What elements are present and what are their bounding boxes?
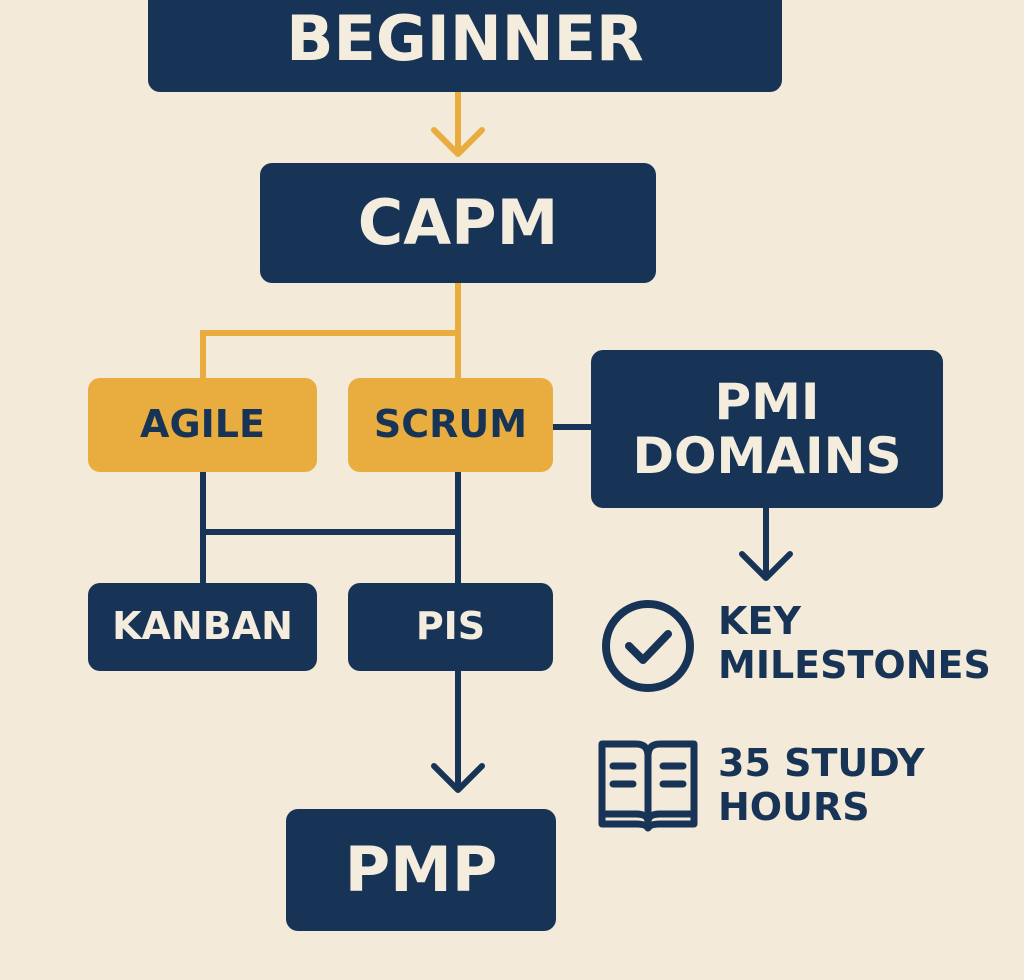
connector-capm-branches bbox=[200, 282, 461, 380]
note-study-hours: 35 STUDY HOURS bbox=[718, 741, 925, 829]
node-agile: AGILE bbox=[88, 378, 317, 472]
check-circle-icon bbox=[602, 600, 694, 692]
node-pmp: PMP bbox=[286, 809, 556, 931]
arrow-pis-to-pmp bbox=[431, 667, 485, 793]
node-scrum: SCRUM bbox=[348, 378, 553, 472]
node-pis: PIS bbox=[348, 583, 553, 671]
arrow-beginner-to-capm bbox=[431, 89, 485, 157]
node-kanban: KANBAN bbox=[88, 583, 317, 671]
node-beginner: BEGINNER bbox=[148, 0, 782, 92]
connector-to-kanban-pis bbox=[200, 470, 461, 584]
note-key-milestones: KEY MILESTONES bbox=[718, 599, 991, 687]
arrow-pmi-down bbox=[739, 505, 793, 581]
node-pmi-domains: PMI DOMAINS bbox=[591, 350, 943, 508]
open-book-icon bbox=[598, 740, 698, 832]
node-capm: CAPM bbox=[260, 163, 656, 283]
